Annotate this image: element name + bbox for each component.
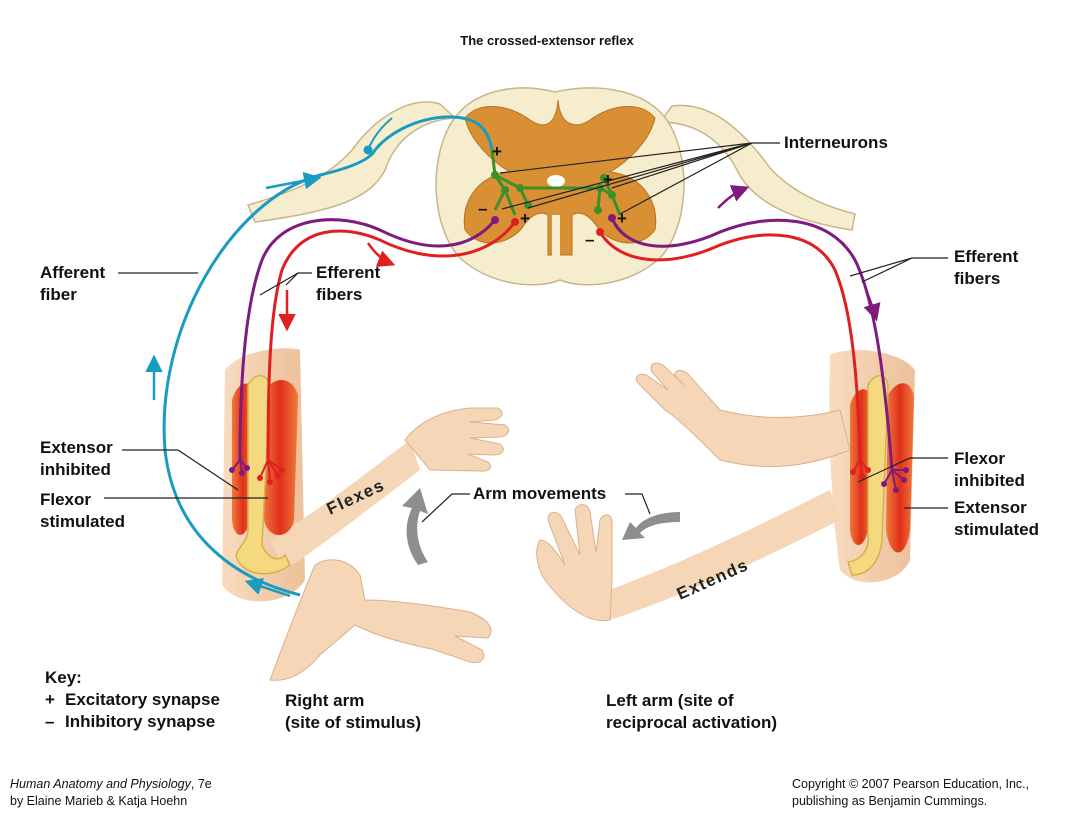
interneuron-synapses <box>491 171 616 214</box>
svg-text:–: – <box>478 199 487 218</box>
right-spinal-nerve <box>658 104 856 231</box>
key-heading: Key: <box>45 668 82 687</box>
book-edition: , 7e <box>190 777 212 791</box>
book-authors: by Elaine Marieb & Katja Hoehn <box>10 794 188 808</box>
extensor-inhibited-label: Extensor inhibited <box>40 438 113 479</box>
humerus-right-arm <box>235 374 291 575</box>
right-arm-caption: Right arm (site of stimulus) <box>285 691 422 732</box>
footer-copyright: Copyright © 2007 Pearson Education, Inc.… <box>792 776 1029 810</box>
efferent-fibers-right-label: Efferent fibers <box>954 247 1019 288</box>
book-title: Human Anatomy and Physiology <box>10 777 191 791</box>
efferent-arrow-right-down <box>863 289 881 322</box>
left-arm-caption: Left arm (site of reciprocal activation) <box>606 691 778 732</box>
efferent-arrow-left-top <box>366 242 396 267</box>
central-canal <box>547 175 565 187</box>
extensor-muscle-left-arm <box>886 383 914 553</box>
flexor-inhibited-label: Flexor inhibited <box>954 449 1025 490</box>
diagram-title: The crossed-extensor reflex <box>460 33 634 48</box>
flexor-muscle-right-arm <box>262 380 298 535</box>
svg-text:–: – <box>585 230 594 249</box>
leader-lines <box>104 142 948 523</box>
legend-key: Key: +Excitatory synapse –Inhibitory syn… <box>45 667 220 733</box>
copyright-line: Copyright © 2007 Pearson Education, Inc.… <box>792 777 1030 791</box>
spinal-cord <box>246 87 856 286</box>
extend-movement-arrow <box>622 512 680 540</box>
svg-text:+: + <box>520 209 530 228</box>
interneurons-label: Interneurons <box>784 133 888 152</box>
right-arm-stimulus-side <box>222 348 510 681</box>
efferent-fiber-left-inhibitory <box>238 218 497 461</box>
synapse-signs: + + – + + – <box>478 142 627 249</box>
key-item-excitatory: +Excitatory synapse <box>45 690 220 709</box>
arm-movements-label: Arm movements <box>473 484 607 503</box>
afferent-fiber <box>162 115 494 597</box>
afferent-arrow-bottom <box>244 578 291 598</box>
efferent-fibers-left-label: Efferent fibers <box>316 263 381 304</box>
publisher-line: publishing as Benjamin Cummings. <box>792 794 988 808</box>
key-item-inhibitory: –Inhibitory synapse <box>45 712 216 731</box>
svg-text:+: + <box>603 170 613 189</box>
footer-book-info: Human Anatomy and Physiology, 7e by Elai… <box>10 776 212 810</box>
svg-text:+: + <box>492 142 502 161</box>
afferent-fiber-label: Afferent fiber <box>40 263 106 304</box>
afferent-arrow-top <box>265 172 322 190</box>
flex-movement-arrow <box>402 488 428 565</box>
extensor-stimulated-label: Extensor stimulated <box>954 498 1040 539</box>
efferent-fiber-right-inhibitory <box>610 217 894 471</box>
efferent-fiber-right-excitatory <box>598 231 862 461</box>
svg-text:+: + <box>617 209 627 228</box>
efferent-arrow-right-top <box>717 185 750 209</box>
flexor-stimulated-label: Flexor stimulated <box>40 490 126 531</box>
efferent-fiber-left-excitatory <box>266 221 517 461</box>
